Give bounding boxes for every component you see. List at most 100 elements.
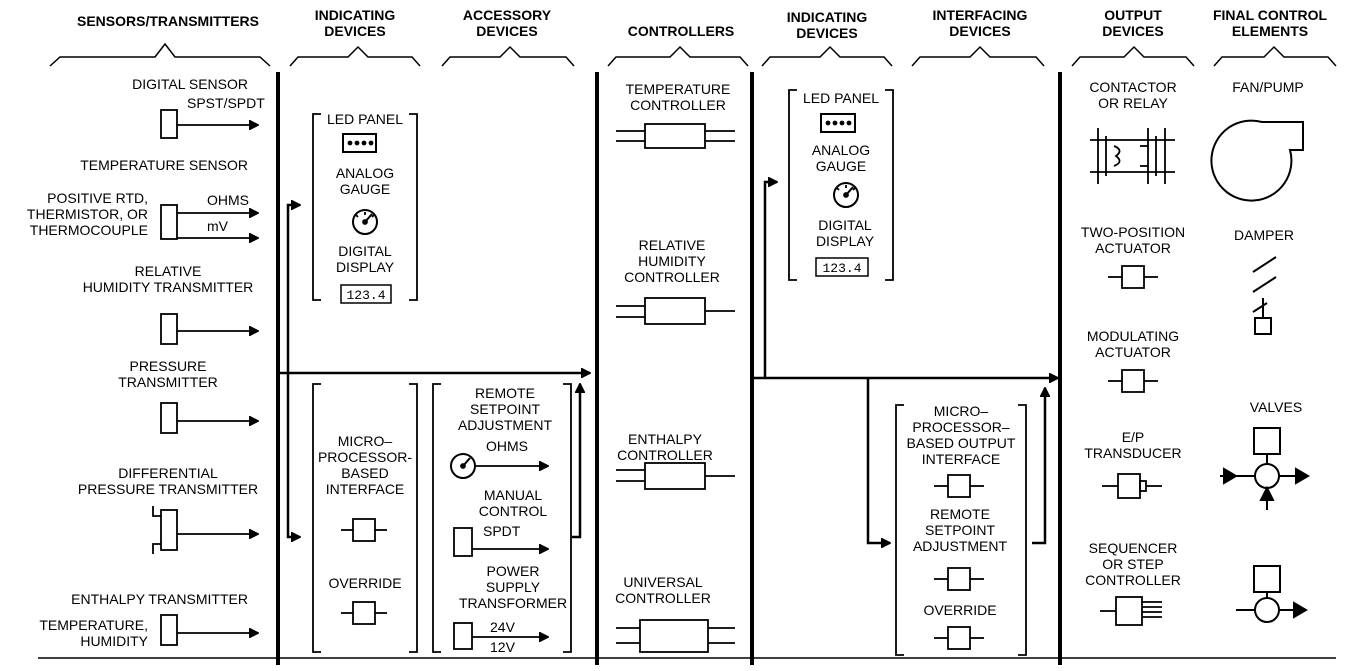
label-dp-transmitter-line: PRESSURE TRANSMITTER [78,481,258,497]
bracket-indicating2-left [788,89,797,281]
label-spdt-line: SPDT [483,523,521,539]
label-rtd-line: THERMISTOR, OR [27,206,148,222]
label-override-2-line: OVERRIDE [923,602,996,618]
header-indicating-devices-line: INDICATING [315,7,396,23]
two-position-symbol [1108,265,1158,289]
label-spst-spdt-line: SPST/SPDT [187,95,265,111]
label-ep-transducer-line: E/P [1122,429,1145,445]
transformer-icon [453,622,473,650]
label-override: OVERRIDE [328,575,401,591]
label-rh-transmitter-line: RELATIVE [135,263,202,279]
label-micro-output-line: MICRO– [934,403,989,419]
header-interfacing-devices-line: DEVICES [949,23,1010,39]
sequencer-symbol [1100,596,1162,626]
label-24v: 24V [490,619,516,635]
label-rh-controller-line: CONTROLLER [624,269,720,285]
bracket-micro-left [312,383,321,653]
header-accessory-devices-line: DEVICES [476,23,537,39]
label-digital-display-2-line: DIGITAL [818,217,872,233]
label-rh-controller-line: RELATIVE [639,237,706,253]
label-digital-display-line: DISPLAY [336,259,395,275]
label-enthalpy-transmitter-line: ENTHALPY TRANSMITTER [71,591,248,607]
header-braces [49,42,1337,67]
label-manual-control-line: MANUAL [484,487,543,503]
bracket-interfacing-right [1018,404,1027,656]
dp-transmitter-ports [152,506,161,554]
label-sequencer-line: OR STEP [1102,556,1163,572]
label-accessory-ohms: OHMS [486,438,528,454]
override-symbol [341,601,387,625]
label-valves: VALVES [1250,399,1302,415]
temperature-controller-symbol [616,123,735,149]
label-remote-setpoint-2-line: REMOTE [930,506,990,522]
bracket-indicating-left [312,113,321,301]
bracket-indicating-right [409,113,418,301]
label-power-supply-line: POWER [487,563,540,579]
manual-control-switch [453,527,473,557]
label-remote-setpoint-line: SETPOINT [470,401,540,417]
bracket-micro-right [409,383,418,653]
label-12v-line: 12V [490,639,516,655]
led-panel-icon [342,133,377,153]
pressure-transmitter-box [160,402,178,434]
digital-display-value-line: 123.4 [346,288,385,303]
enthalpy-controller-symbol [616,462,735,490]
accessory-return [572,384,580,539]
label-ohms-line: OHMS [207,192,249,208]
modulating-symbol [1108,369,1158,393]
label-micro-output-line: BASED OUTPUT [907,435,1016,451]
label-micro-output-line: INTERFACE [922,451,1001,467]
label-micro-interface-line: MICRO– [338,433,393,449]
label-digital-sensor: DIGITAL SENSOR [132,76,248,92]
brace-indicating-1 [289,45,421,67]
brace-controllers [607,45,749,67]
label-power-supply-line: SUPPLY [486,579,541,595]
dividers [276,72,1062,665]
label-fan-pump-line: FAN/PUMP [1232,79,1304,95]
label-manual-control-line: CONTROL [479,503,548,519]
label-temperature-controller-line: CONTROLLER [630,97,726,113]
label-override-line: OVERRIDE [328,575,401,591]
relay-icon [1090,128,1175,184]
label-universal-controller-line: CONTROLLER [615,590,711,606]
label-micro-interface-line: INTERFACE [326,481,405,497]
label-remote-setpoint-line: ADJUSTMENT [458,417,553,433]
header-interfacing-devices-line: INTERFACING [933,7,1028,23]
temperature-sensor-box [160,204,178,240]
setpoint-dial-icon [450,453,476,479]
label-led-panel-2-line: LED PANEL [803,90,879,106]
label-micro-interface-line: BASED [341,465,388,481]
override-symbol-2 [934,626,984,650]
fan-icon [1210,119,1304,202]
label-micro-interface-line: PROCESSOR- [318,449,412,465]
label-enthalpy-controller-line: ENTHALPY [628,431,703,447]
label-remote-setpoint-2-line: ADJUSTMENT [913,538,1008,554]
ep-transducer-symbol [1102,473,1162,499]
bus-to-interfacing [866,378,890,543]
valve-icon [1220,427,1310,510]
interfacing-return [1032,388,1045,545]
analog-gauge-icon-2 [833,182,859,208]
digital-display-value: 123.4 [346,288,385,303]
digital-display-value-2-line: 123.4 [822,261,861,276]
label-contactor-line: OR RELAY [1098,95,1168,111]
